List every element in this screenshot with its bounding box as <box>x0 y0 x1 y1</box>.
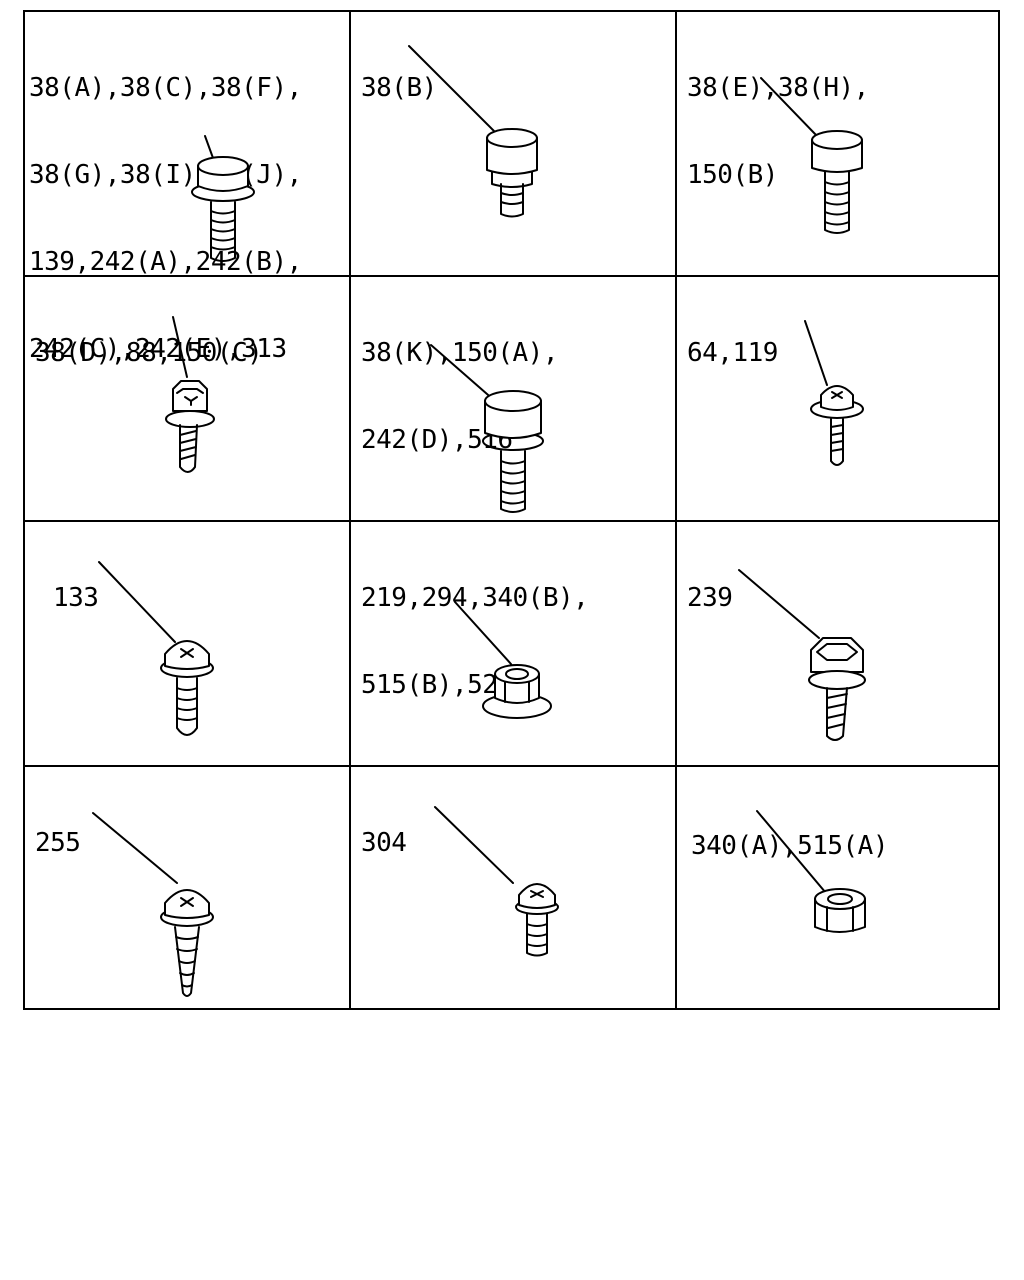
part-reference-label: 340(A),515(A) <box>691 774 889 919</box>
flange-bolt-with-washer-icon <box>191 135 255 262</box>
part-reference-label: 38(D),88,150(C) <box>35 281 263 426</box>
part-cell: 64,119 <box>677 277 1000 520</box>
part-cell: 255 <box>25 767 349 1008</box>
grid-divider <box>25 765 998 767</box>
label-line: 38(K),150(A), <box>361 338 559 368</box>
phillips-tapping-screw-icon <box>804 320 864 466</box>
grid-divider <box>675 12 677 1008</box>
part-reference-label: 255 <box>35 771 156 916</box>
part-cell: 304 <box>351 767 675 1008</box>
label-line: 38(A),38(C),38(F), <box>29 73 302 103</box>
phillips-wood-screw-icon <box>92 812 214 997</box>
hex-washer-tapping-screw-icon <box>738 569 866 741</box>
flange-bolt-long-icon <box>760 77 863 234</box>
label-line: 515(B),524 <box>361 670 513 700</box>
hex-nut-icon <box>756 810 866 933</box>
label-line: 38(B) <box>361 73 437 103</box>
flange-bolt-large-icon <box>430 344 544 513</box>
phillips-washer-screw-icon <box>98 561 214 736</box>
grid-divider <box>349 12 351 1008</box>
part-cell: 133 <box>25 522 349 765</box>
part-reference-label: 304 <box>361 771 482 916</box>
label-line: 304 <box>361 828 407 858</box>
label-line: 139,242(A),242(B), <box>29 247 302 277</box>
label-line: 255 <box>35 828 81 858</box>
flange-bolt-icon <box>408 45 538 218</box>
label-line: 38(G),38(I),38(J), <box>29 160 302 190</box>
label-line: 340(A),515(A) <box>691 831 889 861</box>
part-reference-label: 219,294,340(B), 515(B),524 <box>361 526 589 758</box>
part-reference-label: 38(E),38(H), 150(B) <box>687 16 869 248</box>
part-reference-label: 64,119 <box>687 281 808 426</box>
part-reference-label: 38(A),38(C),38(F), 38(G),38(I),38(J), 13… <box>29 16 302 422</box>
part-reference-label: 133 <box>53 526 174 671</box>
part-cell: 219,294,340(B), 515(B),524 <box>351 522 675 765</box>
part-cell: 38(K),150(A), 242(D),516 <box>351 277 675 520</box>
part-cell: 38(D),88,150(C) <box>25 277 349 520</box>
label-line: 38(E),38(H), <box>687 73 869 103</box>
label-line: 38(D),88,150(C) <box>35 338 263 368</box>
label-line: 242(C),242(E),313 <box>29 334 287 364</box>
part-reference-label: 239 <box>687 526 808 671</box>
label-line: 133 <box>53 583 99 613</box>
grid-divider <box>25 520 998 522</box>
hex-tapping-screw-icon <box>165 316 215 473</box>
flange-nut-icon <box>454 601 552 719</box>
part-cell: 340(A),515(A) <box>677 767 1000 1008</box>
label-line: 239 <box>687 583 733 613</box>
part-cell: 239 <box>677 522 1000 765</box>
label-line: 64,119 <box>687 338 778 368</box>
grid-divider <box>25 275 998 277</box>
part-reference-label: 38(B) <box>361 16 482 161</box>
part-cell: 38(E),38(H), 150(B) <box>677 12 1000 275</box>
label-line: 150(B) <box>687 160 778 190</box>
part-cell: 38(A),38(C),38(F), 38(G),38(I),38(J), 13… <box>25 12 349 364</box>
part-cell: 38(B) <box>351 12 675 275</box>
parts-grid: 38(A),38(C),38(F), 38(G),38(I),38(J), 13… <box>23 10 1000 1010</box>
phillips-machine-screw-icon <box>434 806 559 957</box>
label-line: 219,294,340(B), <box>361 583 589 613</box>
